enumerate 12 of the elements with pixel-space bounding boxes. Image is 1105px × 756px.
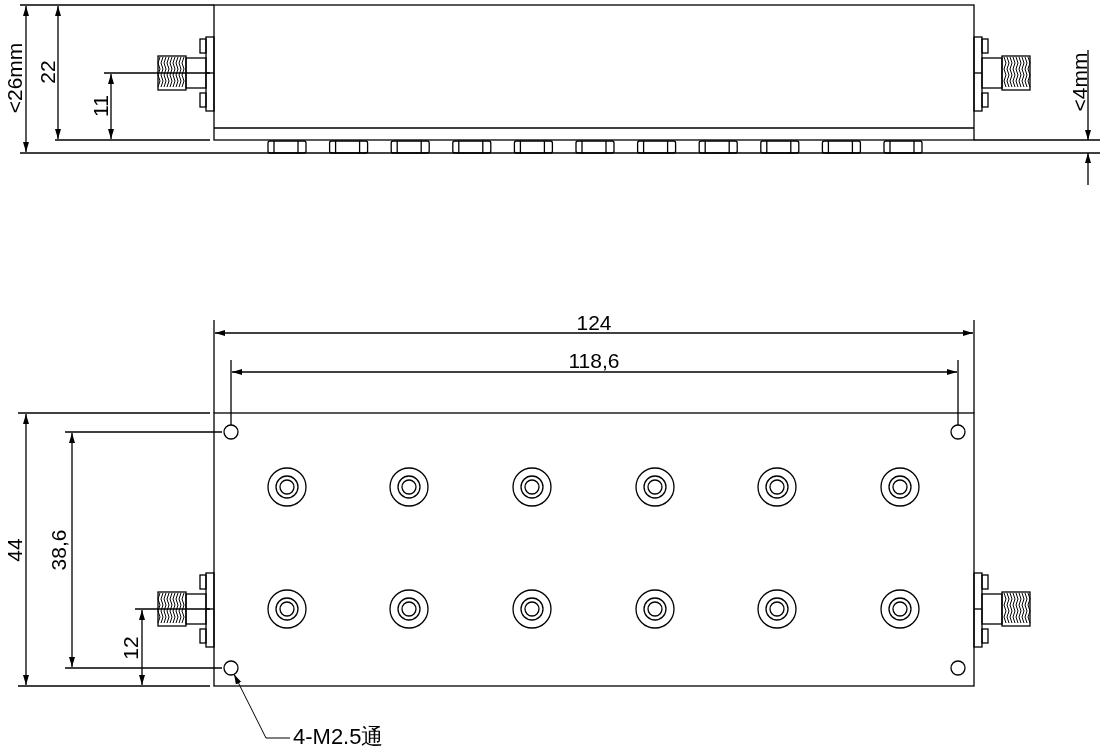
dimension-label: 124 bbox=[576, 311, 612, 333]
mounting-hole bbox=[223, 660, 239, 676]
dimension-label: 11 bbox=[89, 95, 111, 117]
dimension-label: 12 bbox=[119, 636, 141, 660]
dimension-label: 118,6 bbox=[568, 349, 620, 371]
dimension-label: <4mm bbox=[1068, 52, 1090, 112]
dimension-label: 44 bbox=[3, 538, 25, 562]
dimension-label: <26mm bbox=[3, 42, 25, 114]
thread-note: 4-M2.5通 bbox=[293, 726, 384, 748]
dimension-label: 22 bbox=[36, 60, 58, 84]
leader-line bbox=[233, 673, 291, 739]
dimension-label: 38,6 bbox=[47, 529, 69, 571]
